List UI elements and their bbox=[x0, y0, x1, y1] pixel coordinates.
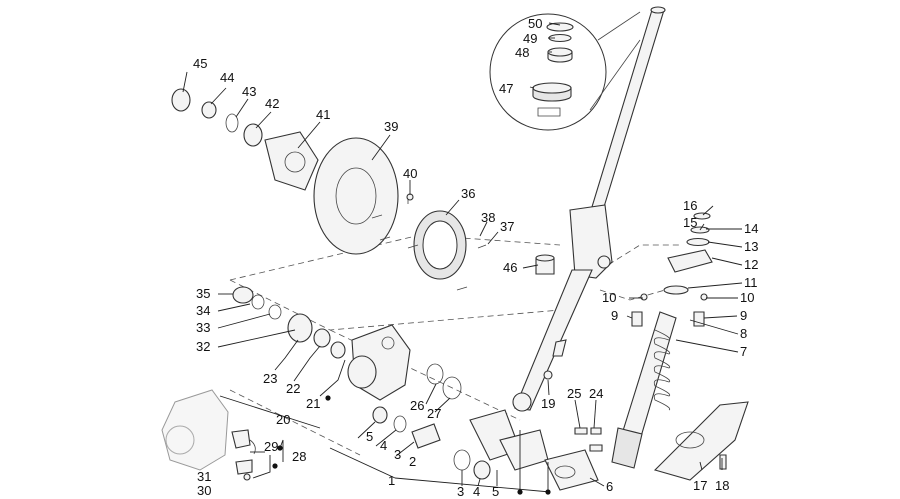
upper-mount-parts bbox=[631, 212, 713, 327]
label-10-right: 10 bbox=[740, 290, 754, 305]
label-45: 45 bbox=[193, 56, 207, 71]
label-48: 48 bbox=[515, 45, 529, 60]
label-37: 37 bbox=[500, 219, 514, 234]
label-9-left: 9 bbox=[611, 308, 618, 323]
label-9-right: 9 bbox=[740, 308, 747, 323]
o-rings bbox=[426, 363, 462, 400]
label-11: 11 bbox=[744, 275, 758, 290]
label-4-upper: 4 bbox=[380, 438, 387, 453]
label-33: 33 bbox=[196, 320, 210, 335]
label-28: 28 bbox=[292, 449, 306, 464]
label-20: 20 bbox=[276, 412, 290, 427]
brake-disc bbox=[313, 137, 399, 255]
label-27: 27 bbox=[427, 406, 441, 421]
label-26: 26 bbox=[410, 398, 424, 413]
label-5-lower: 5 bbox=[492, 484, 499, 499]
label-18: 18 bbox=[715, 478, 729, 493]
leader-dots bbox=[272, 395, 551, 495]
label-50: 50 bbox=[528, 16, 542, 31]
label-32: 32 bbox=[196, 339, 210, 354]
label-1: 1 bbox=[388, 473, 395, 488]
label-31: 31 bbox=[197, 469, 211, 484]
label-16: 16 bbox=[683, 198, 697, 213]
small-bolts bbox=[543, 370, 603, 452]
brake-caliper-ghost bbox=[161, 389, 229, 471]
label-7: 7 bbox=[740, 344, 747, 359]
label-38: 38 bbox=[481, 210, 495, 225]
label-6: 6 bbox=[606, 479, 613, 494]
label-4-lower: 4 bbox=[473, 484, 480, 499]
label-13: 13 bbox=[744, 239, 758, 254]
spacer-46 bbox=[535, 254, 555, 275]
fork-cover-plate bbox=[653, 401, 749, 481]
abs-sensor bbox=[231, 429, 256, 481]
label-35: 35 bbox=[196, 286, 210, 301]
label-29: 29 bbox=[264, 439, 278, 454]
fork-steering-tube bbox=[512, 6, 666, 412]
abs-tone-ring bbox=[413, 210, 467, 280]
caliper-carrier bbox=[347, 324, 411, 401]
label-36: 36 bbox=[461, 186, 475, 201]
part-number-labels: 45 44 43 42 41 39 40 36 38 37 46 50 49 4… bbox=[193, 16, 758, 499]
label-46: 46 bbox=[503, 260, 517, 275]
label-19: 19 bbox=[541, 396, 555, 411]
label-22: 22 bbox=[286, 381, 300, 396]
label-43: 43 bbox=[242, 84, 256, 99]
label-24: 24 bbox=[589, 386, 603, 401]
label-40: 40 bbox=[403, 166, 417, 181]
label-23: 23 bbox=[263, 371, 277, 386]
label-25: 25 bbox=[567, 386, 581, 401]
link-arm-assembly bbox=[469, 409, 599, 491]
label-42: 42 bbox=[265, 96, 279, 111]
label-2: 2 bbox=[409, 454, 416, 469]
label-39: 39 bbox=[384, 119, 398, 134]
label-21: 21 bbox=[306, 396, 320, 411]
label-3-lower: 3 bbox=[457, 484, 464, 499]
wheel-hub-group bbox=[171, 88, 319, 191]
shock-absorber bbox=[611, 311, 677, 469]
label-34: 34 bbox=[196, 303, 210, 318]
label-47: 47 bbox=[499, 81, 513, 96]
label-15: 15 bbox=[683, 215, 697, 230]
label-5-upper: 5 bbox=[366, 429, 373, 444]
label-49: 49 bbox=[523, 31, 537, 46]
steering-bearing-inset bbox=[489, 11, 641, 131]
label-30: 30 bbox=[197, 483, 211, 498]
label-14: 14 bbox=[744, 221, 758, 236]
label-44: 44 bbox=[220, 70, 234, 85]
label-10-left: 10 bbox=[602, 290, 616, 305]
label-3-upper: 3 bbox=[394, 447, 401, 462]
axle-parts bbox=[372, 406, 491, 480]
label-17: 17 bbox=[693, 478, 707, 493]
label-12: 12 bbox=[744, 257, 758, 272]
label-41: 41 bbox=[316, 107, 330, 122]
label-8: 8 bbox=[740, 326, 747, 341]
hub-bearing-stack bbox=[232, 286, 346, 359]
leader-lines bbox=[182, 22, 743, 493]
